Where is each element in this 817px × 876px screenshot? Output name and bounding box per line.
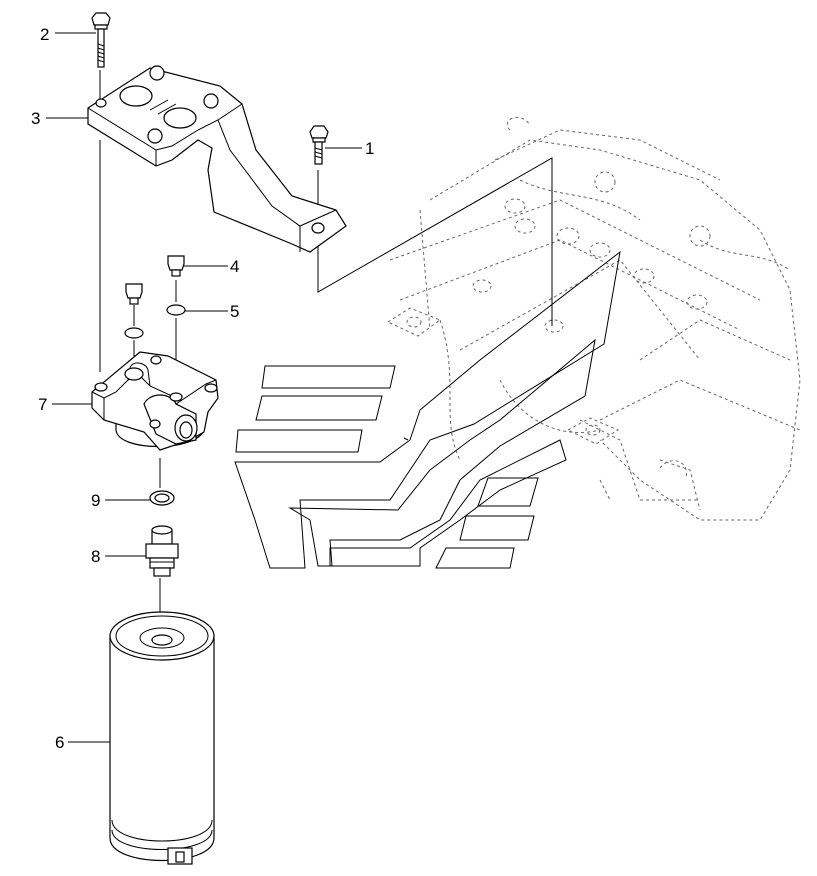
callout-6: 6 — [55, 733, 64, 752]
plug-part-4 — [167, 255, 185, 277]
bolt-part-1 — [309, 125, 329, 165]
callout-leaders — [46, 32, 362, 743]
mounting-bracket-part-3 — [87, 65, 347, 253]
callout-9: 9 — [91, 491, 100, 510]
callout-labels: 1 2 3 4 5 6 7 8 9 — [31, 25, 374, 752]
bolt-part-2 — [91, 12, 111, 68]
callout-4: 4 — [230, 257, 239, 276]
callout-1: 1 — [365, 139, 374, 158]
nipple-fitting-part-8 — [145, 525, 179, 577]
callout-5: 5 — [230, 302, 239, 321]
o-ring-left — [124, 327, 144, 339]
fuel-line-chevrons — [234, 250, 621, 569]
washer-part-9 — [149, 490, 175, 506]
plug-left — [125, 283, 143, 305]
callout-7: 7 — [38, 395, 47, 414]
callout-3: 3 — [31, 109, 40, 128]
o-ring-part-5 — [166, 304, 186, 316]
fuel-filter-part-6 — [109, 611, 215, 865]
engine-frame-outline — [386, 116, 801, 521]
callout-8: 8 — [91, 547, 100, 566]
callout-2: 2 — [40, 25, 49, 44]
filter-head-part-7 — [91, 351, 219, 451]
